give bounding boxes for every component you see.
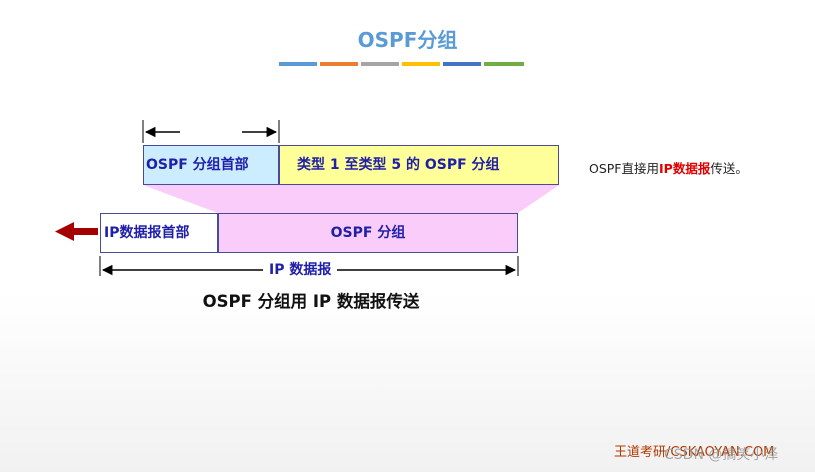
note-text: OSPF直接用IP数据报传送。	[589, 158, 748, 177]
accent-bar-1	[279, 62, 317, 66]
accent-bar-2	[320, 62, 358, 66]
ospf-header-box: OSPF 分组首部	[143, 145, 279, 185]
slide-title: OSPF分组	[357, 28, 458, 52]
ip-datagram-label: IP 数据报	[263, 259, 338, 279]
header-width-dimension	[142, 120, 280, 143]
accent-bar-6	[484, 62, 524, 66]
note-suffix: 传送。	[710, 161, 748, 176]
ip-header-box: IP数据报首部	[100, 213, 218, 253]
send-arrow	[55, 222, 98, 241]
accent-bar-3	[361, 62, 399, 66]
encapsulation-trapezoid	[143, 185, 559, 213]
watermark: CSDN @搞笑小泽	[664, 447, 779, 463]
note-prefix: OSPF直接用	[589, 161, 660, 176]
ospf-body-box: 类型 1 至类型 5 的 OSPF 分组	[279, 145, 559, 185]
accent-bar-4	[402, 62, 440, 66]
diagram-caption: OSPF 分组用 IP 数据报传送	[202, 292, 420, 311]
ip-body-box: OSPF 分组	[218, 213, 518, 253]
accent-bar-5	[443, 62, 481, 66]
brand-text: 王道考研/CSKAOYAN.COM	[614, 445, 775, 460]
note-highlight: IP数据报	[659, 161, 711, 176]
